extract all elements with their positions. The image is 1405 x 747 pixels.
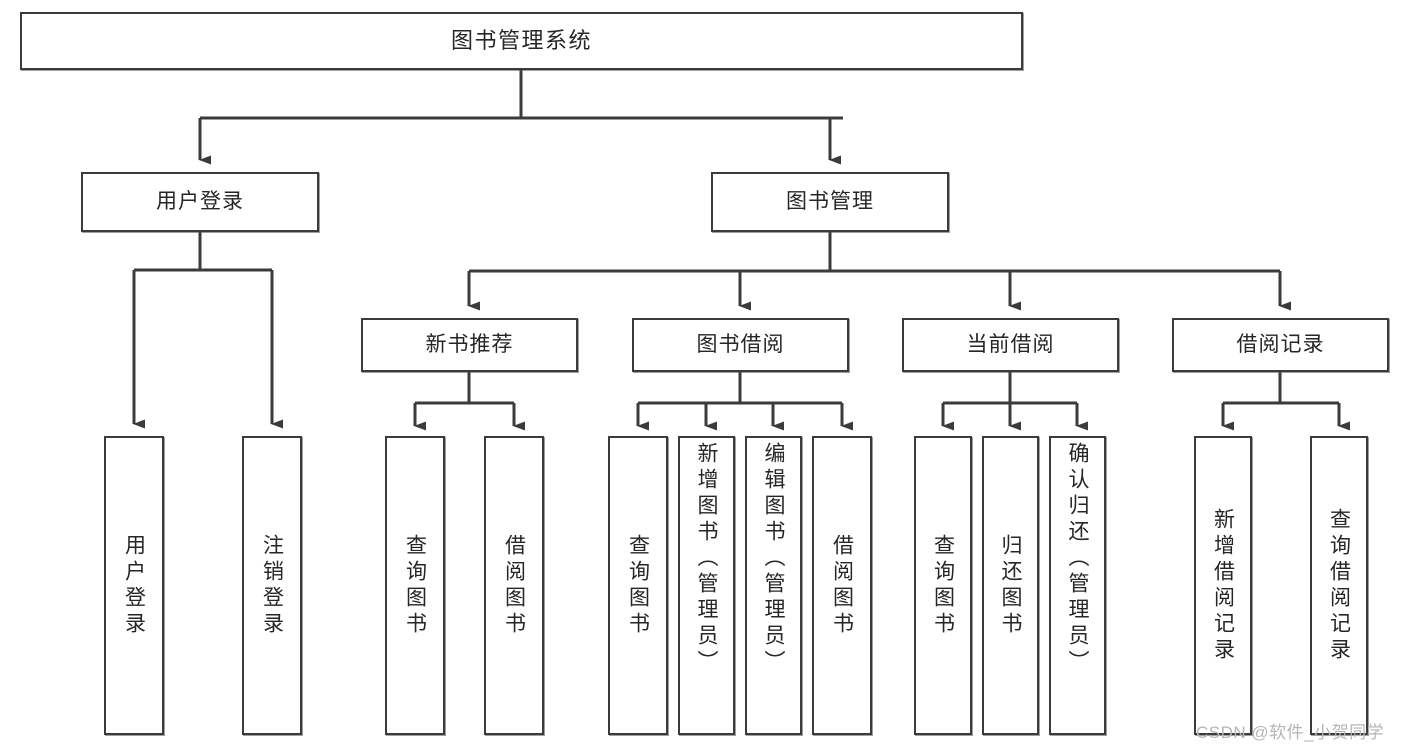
node-leaf-query-book-1[interactable]: 查询图书 [385, 436, 445, 735]
node-label-leaf-query-book-2: 查询图书 [626, 533, 650, 638]
node-root[interactable]: 图书管理系统 [20, 12, 1023, 70]
node-label-root: 图书管理系统 [450, 28, 592, 54]
node-leaf-add-book[interactable]: 新增图书（管理员） [678, 436, 735, 735]
node-leaf-query-book-3[interactable]: 查询图书 [914, 436, 972, 735]
node-leaf-borrow-book-1[interactable]: 借阅图书 [484, 436, 544, 735]
node-label-book-manage: 图书管理 [786, 189, 874, 213]
node-label-user-login: 用户登录 [156, 189, 244, 213]
node-label-leaf-confirm-return: 确认归还（管理员） [1066, 442, 1089, 676]
node-label-leaf-query-book-3: 查询图书 [931, 533, 955, 638]
node-leaf-confirm-return[interactable]: 确认归还（管理员） [1049, 436, 1106, 735]
node-book-borrow[interactable]: 图书借阅 [632, 318, 849, 372]
node-label-leaf-edit-book: 编辑图书（管理员） [762, 442, 785, 676]
node-current-borrow[interactable]: 当前借阅 [902, 318, 1119, 372]
node-label-leaf-add-record: 新增借阅记录 [1211, 507, 1235, 664]
node-new-book-rec[interactable]: 新书推荐 [361, 318, 578, 372]
node-label-leaf-user-logout: 注销登录 [260, 533, 284, 638]
node-borrow-record[interactable]: 借阅记录 [1172, 318, 1389, 372]
node-user-login[interactable]: 用户登录 [81, 172, 319, 232]
node-label-leaf-borrow-book-1: 借阅图书 [502, 533, 526, 638]
node-label-leaf-return-book: 归还图书 [999, 533, 1022, 638]
node-label-book-borrow: 图书借阅 [696, 332, 785, 356]
node-label-leaf-add-book: 新增图书（管理员） [695, 442, 718, 676]
node-leaf-add-record[interactable]: 新增借阅记录 [1194, 436, 1252, 735]
node-book-manage[interactable]: 图书管理 [711, 172, 949, 232]
node-leaf-return-book[interactable]: 归还图书 [982, 436, 1039, 735]
node-leaf-user-logout[interactable]: 注销登录 [242, 436, 302, 735]
node-label-current-borrow: 当前借阅 [966, 332, 1055, 356]
node-leaf-query-book-2[interactable]: 查询图书 [608, 436, 668, 735]
csdn-watermark: CSDN @软件_小贺同学 [1196, 723, 1385, 742]
node-label-leaf-query-book-1: 查询图书 [403, 533, 427, 638]
node-label-leaf-borrow-book-2: 借阅图书 [830, 533, 854, 638]
node-leaf-query-record[interactable]: 查询借阅记录 [1310, 436, 1368, 735]
node-label-leaf-user-login: 用户登录 [122, 533, 146, 638]
node-leaf-user-login[interactable]: 用户登录 [104, 436, 164, 735]
node-label-new-book-rec: 新书推荐 [425, 332, 514, 356]
node-label-borrow-record: 借阅记录 [1236, 332, 1325, 356]
node-leaf-borrow-book-2[interactable]: 借阅图书 [812, 436, 872, 735]
node-label-leaf-query-record: 查询借阅记录 [1327, 507, 1351, 664]
node-leaf-edit-book[interactable]: 编辑图书（管理员） [745, 436, 802, 735]
connector-group [132, 70, 1350, 431]
